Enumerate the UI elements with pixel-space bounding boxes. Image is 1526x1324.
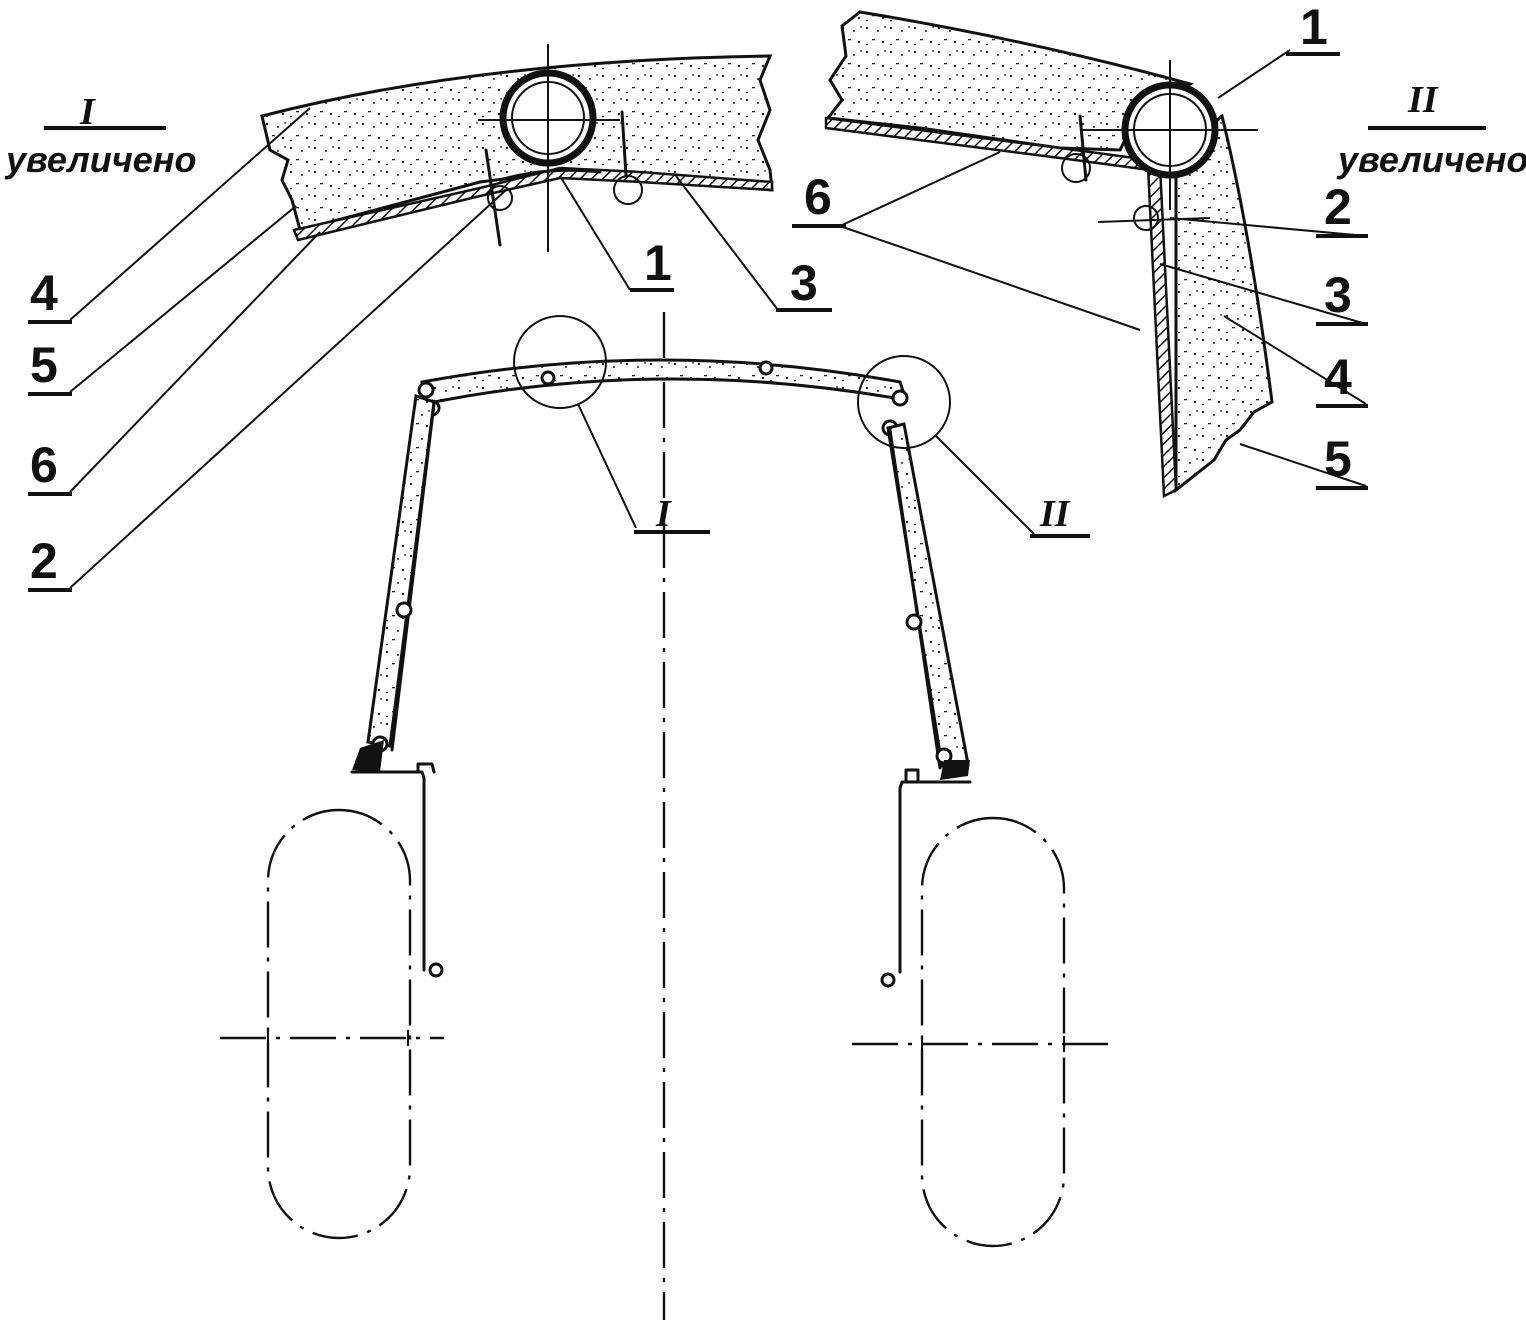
detail-ii-labels: II увеличено 1 2 3 4 5 6 (792, 0, 1526, 490)
detail-ii-roman: II (1407, 79, 1439, 121)
detail-ii-label-5: 5 (1324, 431, 1352, 487)
detail-ii-label-1: 1 (1300, 0, 1328, 55)
right-wheel (920, 816, 1066, 1248)
detail-i-roman: I (79, 91, 96, 133)
detail-i-label-6: 6 (30, 437, 58, 493)
callout-ii-label: II (1039, 493, 1071, 535)
detail-i-label-3: 3 (790, 255, 818, 311)
detail-ii-plywood-side (1146, 164, 1178, 498)
callout-ii-circle (857, 355, 951, 449)
left-wall (366, 394, 436, 748)
detail-i-label-5: 5 (30, 337, 58, 393)
detail-ii (824, 10, 1367, 498)
detail-i-label-1: 1 (644, 235, 672, 291)
main-view (220, 312, 1110, 1320)
right-wall (886, 422, 970, 768)
detail-i-label-2: 2 (30, 533, 58, 589)
detail-i-plywood (292, 166, 774, 242)
detail-i-labels: I увеличено 1 2 3 4 5 6 (4, 91, 832, 592)
main-view-labels: I II (634, 493, 1090, 538)
detail-ii-label-6: 6 (804, 169, 832, 225)
left-wheel (266, 808, 412, 1240)
callout-i-circle (513, 315, 607, 409)
detail-ii-caption: увеличено (1336, 139, 1526, 180)
detail-i-caption: увеличено (4, 139, 196, 180)
detail-i-label-4: 4 (30, 265, 58, 321)
detail-ii-label-2: 2 (1324, 179, 1352, 235)
detail-ii-label-4: 4 (1324, 349, 1352, 405)
detail-i (69, 44, 779, 589)
detail-ii-foam-top (825, 10, 1195, 152)
callout-i-label: I (655, 493, 672, 535)
detail-ii-label-3: 3 (1324, 267, 1352, 323)
